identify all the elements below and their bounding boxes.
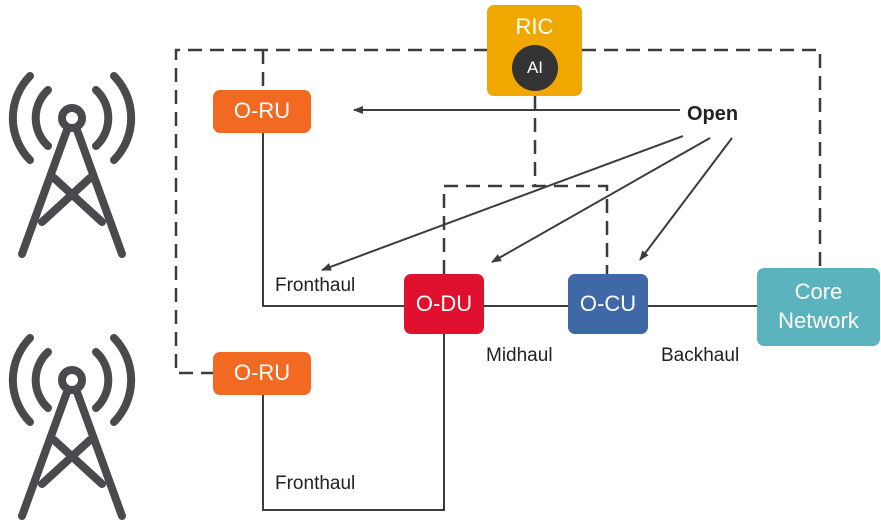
- ocu-label: O-CU: [579, 290, 637, 316]
- open-arrow-fronthaul: [321, 135, 684, 271]
- dashed-control-links: [174, 48, 822, 375]
- open-arrow-odu: [491, 137, 711, 263]
- open-arrow-ocu: [639, 137, 733, 261]
- fronthaul-bottom-line: [262, 334, 445, 511]
- dashed-du-cu-bracket: [442, 184, 609, 274]
- fronthaul-top-line: [262, 133, 404, 307]
- core-network-node: Core Network: [757, 268, 880, 346]
- odu-label: O-DU: [415, 290, 473, 316]
- dashed-outer-loop: [174, 48, 488, 375]
- open-arrows: [321, 106, 733, 271]
- fronthaul-bottom-label: Fronthaul: [275, 473, 356, 494]
- midhaul-label: Midhaul: [486, 345, 553, 366]
- radio-tower-icon: [8, 334, 136, 520]
- ocu-node: O-CU: [568, 274, 648, 334]
- ai-badge: AI: [512, 45, 558, 91]
- odu-node: O-DU: [404, 274, 484, 334]
- ai-label: AI: [526, 58, 544, 77]
- oru-bottom-label: O-RU: [233, 360, 291, 386]
- backhaul-label: Backhaul: [661, 345, 740, 366]
- ric-label: RIC: [515, 14, 554, 39]
- oru-top-node: O-RU: [213, 90, 311, 133]
- oru-bottom-node: O-RU: [213, 352, 311, 395]
- dashed-core-link: [582, 48, 822, 268]
- oru-top-label: O-RU: [233, 98, 291, 124]
- fronthaul-top-label: Fronthaul: [275, 275, 356, 296]
- radio-tower-icon: [8, 72, 136, 258]
- open-label: Open: [687, 103, 739, 125]
- transport-links: [262, 133, 757, 511]
- core-network-label: Core Network: [778, 279, 859, 333]
